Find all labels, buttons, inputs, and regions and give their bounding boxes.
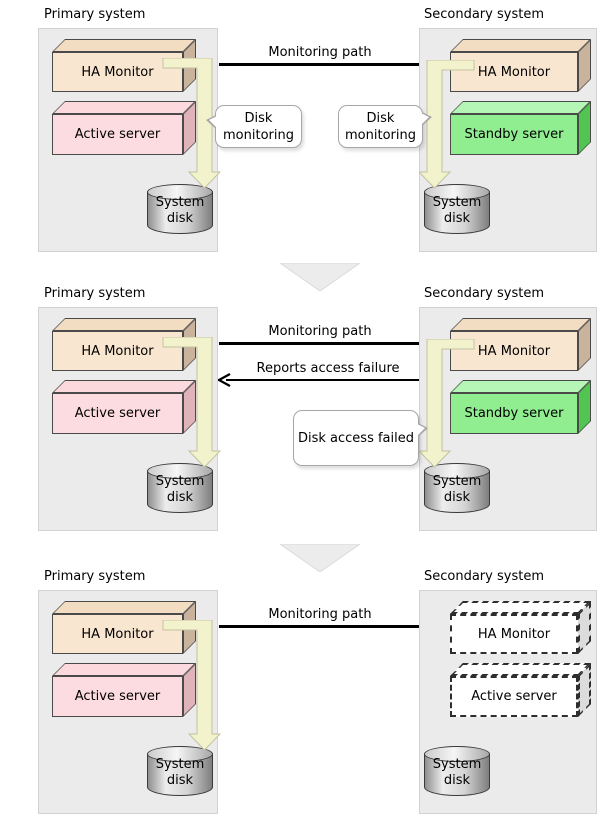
- secondary-system-title: Secondary system: [424, 569, 544, 584]
- arrow-left-icon: [218, 373, 231, 387]
- standby-server-box: Standby server: [450, 101, 591, 155]
- callout-label: Disk monitoring: [345, 110, 416, 143]
- monitoring-path-label: Monitoring path: [268, 324, 372, 339]
- box-label: Active server: [74, 406, 161, 421]
- disk-access-failed-callout: Disk access failed: [293, 410, 428, 466]
- ha-monitor-box: HA Monitor: [52, 318, 196, 371]
- box-top-face: [450, 663, 591, 676]
- stage-1-normal-monitoring: Primary system Secondary system Monitori…: [0, 0, 605, 291]
- box-label: HA Monitor: [81, 64, 154, 80]
- box-top-face: [450, 601, 591, 614]
- ha-monitor-box: HA Monitor: [450, 318, 591, 371]
- box-label: Standby server: [464, 127, 564, 142]
- disk-label: System disk: [432, 195, 482, 226]
- disk-label: System disk: [432, 757, 482, 788]
- secondary-system-title: Secondary system: [424, 7, 544, 22]
- stage-3-secondary-stopped: Primary system Secondary system Monitori…: [0, 562, 605, 817]
- active-server-box: Active server: [52, 380, 196, 434]
- disk-monitoring-arrow-icon: [162, 620, 221, 751]
- box-label: Active server: [74, 127, 161, 142]
- system-disk: System disk: [424, 184, 490, 234]
- active-server-box: Active server: [52, 101, 196, 155]
- box-label: HA Monitor: [81, 343, 154, 359]
- stopped-ha-monitor-box: HA Monitor: [450, 601, 591, 654]
- disk-label: System disk: [155, 757, 205, 788]
- box-label: HA Monitor: [477, 64, 551, 80]
- ha-monitor-box: HA Monitor: [450, 39, 591, 92]
- primary-system-title: Primary system: [44, 569, 146, 584]
- disk-label: System disk: [155, 474, 205, 505]
- monitoring-path-line: [219, 342, 419, 345]
- reports-access-failure-label: Reports access failure: [256, 361, 400, 376]
- box-label: HA Monitor: [81, 626, 154, 642]
- box-top-face: [52, 318, 196, 331]
- box-label: Standby server: [464, 406, 564, 421]
- system-disk: System disk: [147, 184, 213, 234]
- box-top-face: [450, 39, 591, 52]
- flow-chevron-down-icon: [280, 263, 360, 291]
- disk-label: System disk: [432, 474, 482, 505]
- system-disk: System disk: [147, 463, 213, 513]
- stage-2-failure-reported: Primary system Secondary system Monitori…: [0, 279, 605, 572]
- disk-monitoring-arrow-icon: [162, 337, 221, 468]
- box-label: Active server: [74, 689, 161, 704]
- box-label: HA Monitor: [477, 626, 551, 642]
- callout-label: Disk monitoring: [223, 110, 294, 143]
- disk-label: System disk: [155, 195, 205, 226]
- primary-system-title: Primary system: [44, 286, 146, 301]
- reports-access-failure-line: [226, 379, 419, 381]
- monitoring-path-label: Monitoring path: [268, 45, 372, 60]
- box-label: Active server: [471, 689, 557, 704]
- flow-chevron-down-icon: [280, 544, 360, 572]
- primary-system-title: Primary system: [44, 7, 146, 22]
- secondary-system-title: Secondary system: [424, 286, 544, 301]
- callout-label: Disk access failed: [297, 430, 414, 446]
- monitoring-path-line: [219, 63, 419, 66]
- stopped-active-server-box: Active server: [450, 663, 591, 717]
- active-server-box: Active server: [52, 663, 196, 717]
- box-top-face: [450, 318, 591, 331]
- monitoring-path-label: Monitoring path: [268, 607, 372, 622]
- ha-monitor-box: HA Monitor: [52, 601, 196, 654]
- system-disk: System disk: [424, 746, 490, 796]
- disk-monitoring-arrow-icon: [419, 339, 475, 468]
- box-top-face: [52, 601, 196, 614]
- disk-monitoring-callout: Disk monitoring: [338, 105, 432, 148]
- standby-server-box: Standby server: [450, 380, 591, 434]
- box-top-face: [52, 39, 196, 52]
- ha-monitor-box: HA Monitor: [52, 39, 196, 92]
- system-disk: System disk: [147, 746, 213, 796]
- system-disk: System disk: [424, 463, 490, 513]
- monitoring-path-line: [219, 625, 419, 628]
- box-label: HA Monitor: [477, 343, 551, 359]
- disk-monitoring-arrow-icon: [419, 60, 475, 189]
- disk-monitoring-callout: Disk monitoring: [206, 105, 302, 148]
